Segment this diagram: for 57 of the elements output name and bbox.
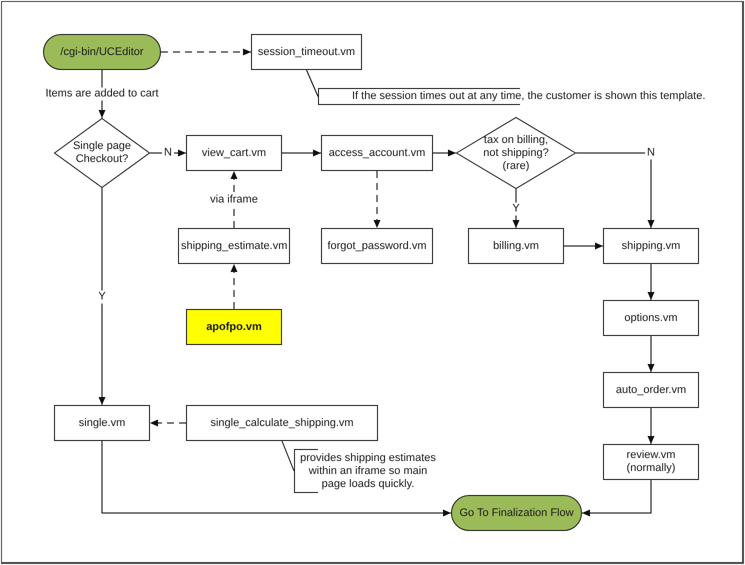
node-label: session_timeout.vm — [258, 46, 356, 58]
process-box — [186, 309, 282, 345]
arrow — [648, 264, 654, 300]
arrow — [576, 152, 654, 228]
dashed-arrow — [160, 48, 252, 56]
node-label: single_calculate_shipping.vm — [210, 416, 354, 430]
node-label: Single page Checkout? — [72, 140, 132, 166]
node-label: review.vm (normally) — [626, 449, 676, 475]
node-label: billing.vm — [493, 240, 539, 252]
annotation-text: provides shipping estimates within an iframe so main page loads quickly. — [300, 452, 436, 490]
node-label: Go To Finalization Flow — [459, 506, 574, 520]
dashed-arrow — [230, 264, 238, 310]
annotation-text: If the session times out at any time, the customer is shown this template. — [352, 90, 706, 103]
dashed-arrow — [374, 170, 380, 228]
arrow — [102, 440, 452, 516]
decision-diamond — [54, 118, 150, 188]
process-box — [251, 34, 362, 70]
arrow — [282, 150, 322, 156]
edge-label: N — [645, 146, 657, 160]
leader-line — [282, 440, 294, 472]
process-box — [186, 405, 378, 441]
arrow — [648, 336, 654, 372]
node-label: auto_order.vm — [616, 384, 686, 396]
arrow — [564, 242, 604, 250]
process-box — [321, 228, 433, 264]
node-label: single.vm — [78, 416, 126, 430]
arrow — [432, 150, 456, 156]
edge-label: via iframe — [208, 193, 260, 206]
arrow — [582, 480, 652, 516]
process-box — [54, 405, 150, 441]
node-label: /cgi-bin/UCEditor — [60, 46, 144, 58]
process-box — [178, 228, 290, 264]
process-box — [603, 228, 699, 264]
node-label: apofpo.vm — [206, 320, 262, 334]
node-label: access_account.vm — [328, 146, 426, 160]
annotation-callout — [294, 449, 438, 493]
dashed-arrow — [150, 420, 186, 426]
node-label: forgot_password.vm — [327, 240, 427, 252]
arrow — [648, 408, 654, 444]
process-box — [468, 228, 564, 264]
leader-line — [306, 70, 318, 97]
process-box — [603, 444, 699, 480]
edge-label: Y — [510, 202, 522, 215]
node-label: shipping.vm — [622, 240, 680, 252]
decision-diamond — [456, 117, 576, 189]
terminator-shape — [43, 34, 161, 70]
terminator-shape — [451, 495, 582, 531]
process-box — [603, 372, 699, 408]
node-label: options.vm — [624, 312, 678, 324]
node-label: shipping_estimate.vm — [181, 240, 287, 252]
arrow — [98, 188, 106, 406]
node-label: tax on billing, not shipping? (rare) — [482, 134, 550, 172]
node-label: view_cart.vm — [202, 146, 266, 160]
edge-label: Y — [96, 290, 108, 303]
process-box — [321, 135, 433, 171]
process-box — [603, 300, 699, 336]
process-box — [186, 135, 282, 171]
